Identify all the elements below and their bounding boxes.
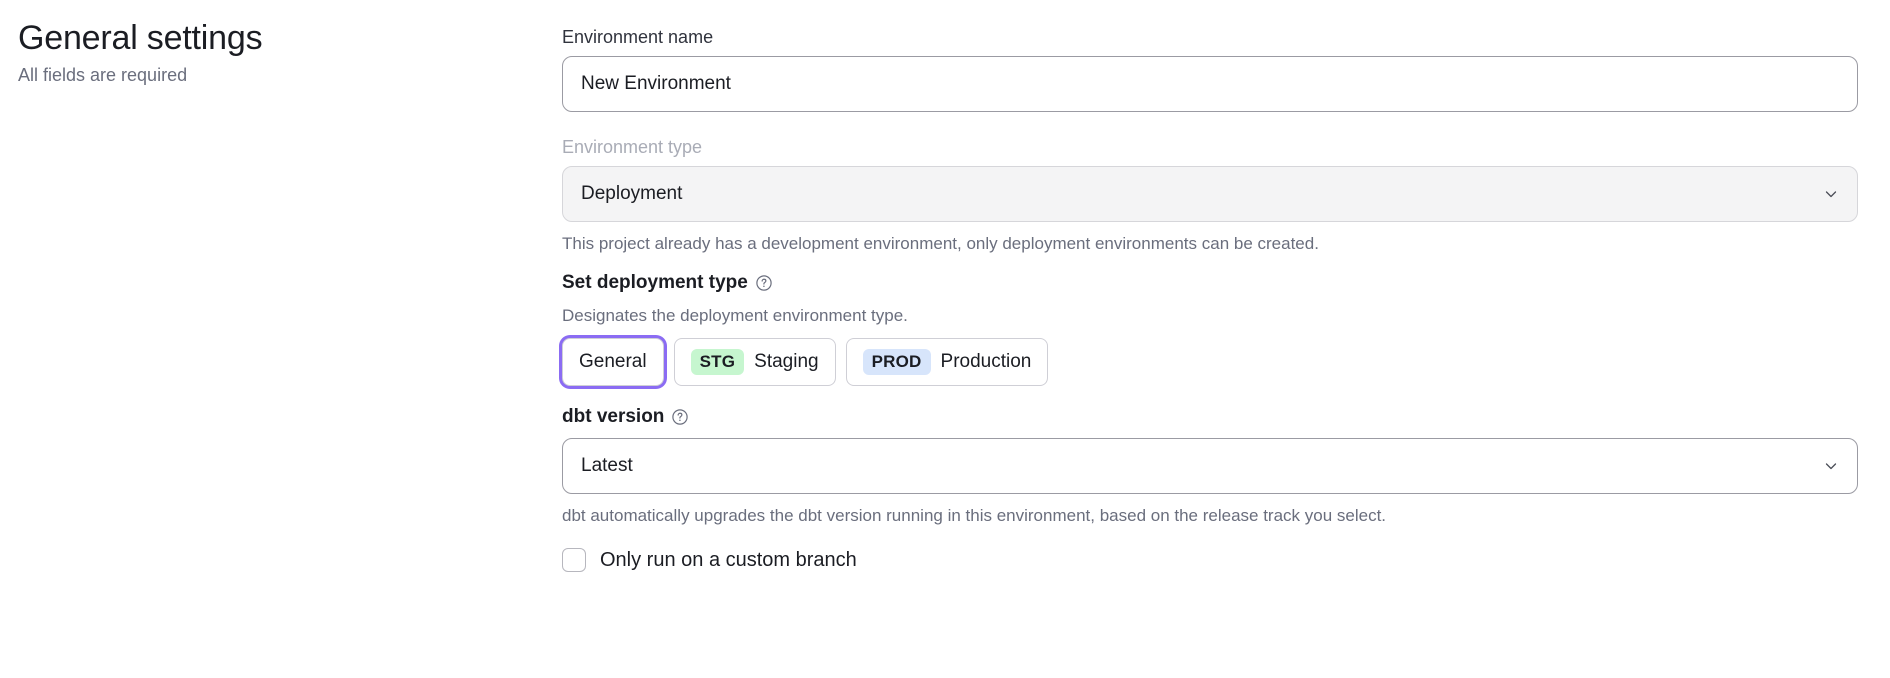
environment-type-helper-text: This project already has a development e… <box>562 234 1319 253</box>
dbt-version-select[interactable]: Latest <box>562 438 1858 494</box>
chevron-down-icon <box>1823 186 1839 202</box>
deployment-type-option-general[interactable]: General <box>562 338 664 386</box>
dbt-version-helper-text: dbt automatically upgrades the dbt versi… <box>562 506 1387 525</box>
deployment-type-heading: Set deployment type <box>562 272 748 293</box>
deployment-type-option-production[interactable]: PROD Production <box>845 338 1049 386</box>
environment-name-label: Environment name <box>562 27 714 47</box>
deployment-type-option-production-label: Production <box>940 351 1032 372</box>
custom-branch-label: Only run on a custom branch <box>600 549 857 571</box>
environment-type-select[interactable]: Deployment <box>562 166 1858 222</box>
settings-header: General settings All fields are required <box>18 16 518 88</box>
production-badge: PROD <box>862 349 931 375</box>
custom-branch-checkbox[interactable] <box>562 548 586 572</box>
environment-name-input[interactable]: New Environment <box>562 56 1858 112</box>
help-circle-icon[interactable] <box>755 274 773 292</box>
dbt-version-label: dbt version <box>562 406 665 427</box>
chevron-down-icon <box>1823 458 1839 474</box>
deployment-type-options: General STG Staging PROD Production <box>562 338 1858 386</box>
page-title: General settings <box>18 19 263 57</box>
environment-type-label: Environment type <box>562 137 703 157</box>
deployment-type-option-staging-label: Staging <box>754 351 819 372</box>
general-settings-form: Environment name New Environment Environ… <box>562 24 1858 574</box>
custom-branch-row[interactable]: Only run on a custom branch <box>562 546 1858 574</box>
dbt-version-value: Latest <box>581 455 633 476</box>
dbt-version-heading-row: dbt version <box>562 404 1858 430</box>
deployment-type-description: Designates the deployment environment ty… <box>562 306 908 325</box>
environment-name-value: New Environment <box>581 73 731 94</box>
deployment-type-option-general-label: General <box>579 351 647 372</box>
deployment-type-heading-row: Set deployment type <box>562 270 1858 296</box>
staging-badge: STG <box>690 349 745 375</box>
page-subtitle: All fields are required <box>18 65 188 85</box>
environment-type-value: Deployment <box>581 183 683 204</box>
deployment-type-option-staging[interactable]: STG Staging <box>673 338 836 386</box>
help-circle-icon[interactable] <box>671 408 689 426</box>
